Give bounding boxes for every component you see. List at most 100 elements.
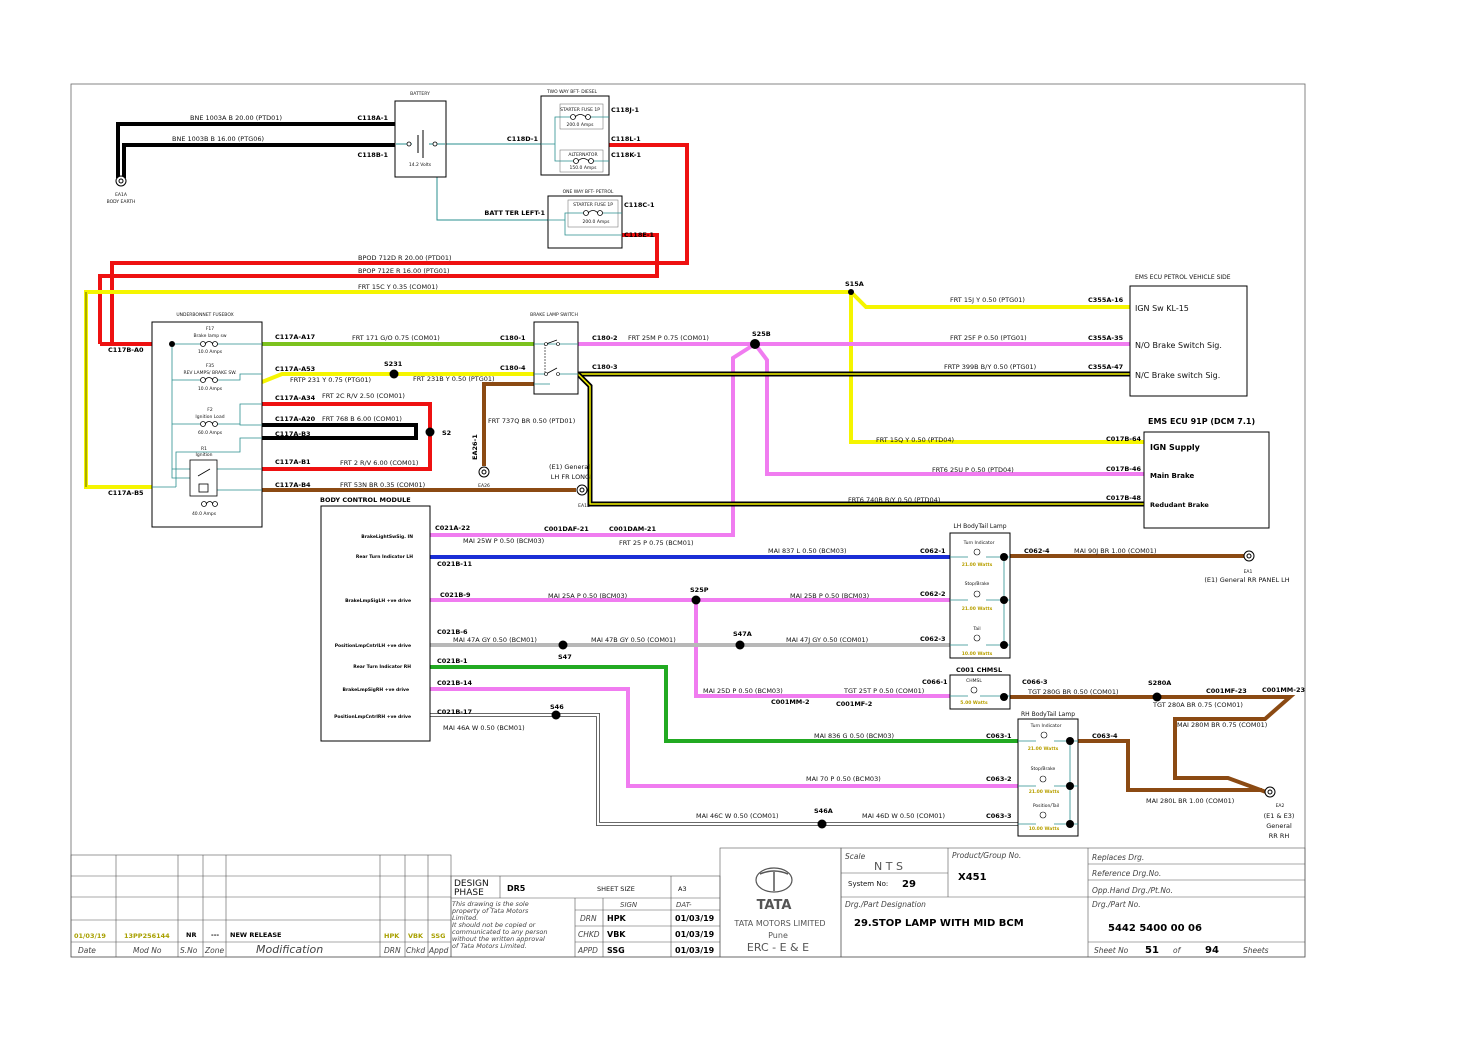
bcm-pin: BrakeLmpSigLH +ve drive [345, 598, 411, 604]
system-label: System No: [848, 880, 888, 888]
splice-s25p [691, 595, 701, 605]
wire-label: MAI 25D P 0.50 (BCM03) [703, 687, 783, 695]
body-control-module: BODY CONTROL MODULE BrakeLightSwSig. IN … [320, 496, 431, 742]
connector-c021b9: C021B-9 [440, 591, 471, 599]
tata-logo-text: TATA [757, 898, 792, 913]
rev-modification: NEW RELEASE [230, 931, 282, 939]
sheet-no-label: Sheet No [1094, 946, 1129, 955]
ground-label: EA1A [115, 192, 128, 198]
wire-frt-15c [84, 290, 1144, 489]
sign-role: DRN [580, 914, 597, 923]
wire-label: MAI 25A P 0.50 (BCM03) [548, 592, 627, 600]
bcm-pin: Rear Turn Indicator RH [353, 664, 411, 670]
connector-c118d1: C118D-1 [507, 135, 539, 143]
fuse-desc: Ignition Load [195, 414, 224, 420]
splice-s47a [735, 640, 745, 650]
wire-frtp-231 [261, 372, 534, 384]
wire-label: MAI 90J BR 1.00 (COM01) [1074, 547, 1156, 555]
fuse-amps: 150.0 Amps [570, 165, 598, 171]
connector-c118a1: C118A-1 [357, 114, 388, 122]
wire-label: FRT 737Q BR 0.50 (PTD01) [488, 417, 575, 425]
wire-label: FRT 768 B 6.00 (COM01) [322, 415, 402, 423]
wire-mai-836 [430, 665, 1018, 743]
company-dept: ERC - E & E [747, 941, 809, 954]
wire-label: MAI 46D W 0.50 (COM01) [862, 812, 945, 820]
property-note: communicated to any person [452, 928, 547, 936]
ems-petrol-pin: N/O Brake Switch Sig. [1135, 341, 1222, 350]
property-note: This drawing is the sole [452, 900, 529, 908]
company-name: TATA MOTORS LIMITED [733, 919, 825, 928]
wire-label: MAI 836 G 0.50 (BCM03) [814, 732, 894, 740]
ems-petrol-title: EMS ECU PETROL VEHICLE SIDE [1135, 274, 1231, 281]
connector-c021b1: C021B-1 [437, 657, 468, 665]
connector-c117ab3: C117A-B3 [275, 430, 311, 438]
connector-c062-1: C062-1 [920, 547, 946, 555]
fuse-amps: 60.0 Amps [198, 430, 223, 436]
connector-c117aa34: C117A-A34 [275, 394, 316, 402]
splice-s46a [817, 819, 827, 829]
connector-s280a: S280A [1148, 679, 1171, 687]
sheet-no-value: 51 [1145, 945, 1159, 956]
wire-label: FRT 15J Y 0.50 (PTG01) [950, 296, 1025, 304]
bft-diesel: TWO WAY BFT- DIESEL STARTER FUSE 1P 200.… [540, 89, 610, 176]
wire-label: FRT 15C Y 0.35 (COM01) [358, 283, 438, 291]
lamp-label: Tail [972, 626, 980, 632]
lh-body-tail-lamp: LH BodyTail Lamp Turn Indicator 21.00 Wa… [949, 523, 1011, 659]
wire-frt6-25u [753, 342, 1144, 476]
splice-s25b [750, 339, 760, 349]
scale-label: Scale [845, 852, 866, 861]
connector-s46: S46 [550, 703, 564, 711]
sign-date: 01/03/19 [675, 914, 715, 923]
relay-desc: Ignition [196, 452, 213, 458]
wire-frt-768 [262, 423, 418, 440]
chmsl-lamp: C001 CHMSL CHMSL 5.00 Watts [949, 666, 1011, 710]
lamp-label: Turn Indicator [963, 540, 995, 546]
connector-c117ab4: C117A-B4 [275, 481, 311, 489]
lamp-watts: 5.00 Watts [960, 700, 988, 706]
connector-c355a47: C355A-47 [1088, 363, 1123, 371]
fuse-label: ALTERNATOR [568, 152, 597, 158]
wire-bpop-712e [98, 233, 659, 344]
wire-label: MAI 25B P 0.50 (BCM03) [790, 592, 869, 600]
system-no: 29 [902, 879, 916, 890]
wire-label: BNE 1003A B 20.00 (PTD01) [190, 114, 282, 122]
battery: BATTERY 14.2 Volts [394, 91, 447, 178]
connector-c021a22: C021A-22 [435, 524, 470, 532]
wire-label: TGT 25T P 0.50 (COM01) [843, 687, 924, 695]
wire-label: FRT 171 G/O 0.75 (COM01) [352, 334, 440, 342]
wire-mai-25d [694, 600, 950, 698]
sheet-size-value: A3 [678, 885, 687, 893]
ground-label: EA2 [1276, 803, 1285, 809]
ground-desc: RR RH [1269, 832, 1290, 840]
connector-s25p: S25P [690, 586, 709, 594]
connector-c066-1: C066-1 [922, 678, 948, 686]
connector-c062-2: C062-2 [920, 590, 946, 598]
splice-s2 [425, 427, 435, 437]
wire-label: FRT 2C R/V 2.50 (COM01) [322, 392, 405, 400]
relay-label: R1 [201, 446, 207, 452]
ground-desc: (E1 & E3) [1264, 812, 1295, 820]
chmsl-title: C001 CHMSL [956, 666, 1002, 674]
ems-ecu-petrol: EMS ECU PETROL VEHICLE SIDE IGN Sw KL-15… [1129, 274, 1248, 397]
ground-ea2: EA2 (E1 & E3) General RR RH [1264, 786, 1295, 840]
fuse-amps: 200.0 Amps [567, 122, 595, 128]
connector-c355a16: C355A-16 [1088, 296, 1124, 304]
wire-label: FRT6 740B B/Y 0.50 (PTD04) [848, 496, 940, 504]
connector-c117ba0: C117B-A0 [108, 346, 144, 354]
wire-label: BPOP 712E R 16.00 (PTG01) [358, 267, 450, 275]
ground-label: EA12 [578, 503, 590, 509]
sign-label: SIGN [620, 901, 638, 909]
connector-c001mf23: C001MF-23 [1206, 687, 1247, 695]
connector-c180-2: C180-2 [592, 334, 618, 342]
wire-label: MAI 47J GY 0.50 (COM01) [786, 636, 868, 644]
rh-body-tail-lamp: RH BodyTail Lamp Turn Indicator 21.00 Wa… [1017, 711, 1079, 837]
connector-s231: S231 [384, 360, 403, 368]
ground-desc: (E1) General [549, 463, 590, 471]
connector-c021b14: C021B-14 [437, 679, 473, 687]
wire-label: MAI 70 P 0.50 (BCM03) [806, 775, 881, 783]
ground-desc: General [1266, 822, 1292, 830]
battery-title: BATTERY [410, 91, 430, 97]
wire-label: TGT 280G BR 0.50 (COM01) [1027, 688, 1119, 696]
connector-c017b46: C017B-46 [1106, 465, 1142, 473]
wire-label: MAI 837 L 0.50 (BCM03) [768, 547, 847, 555]
